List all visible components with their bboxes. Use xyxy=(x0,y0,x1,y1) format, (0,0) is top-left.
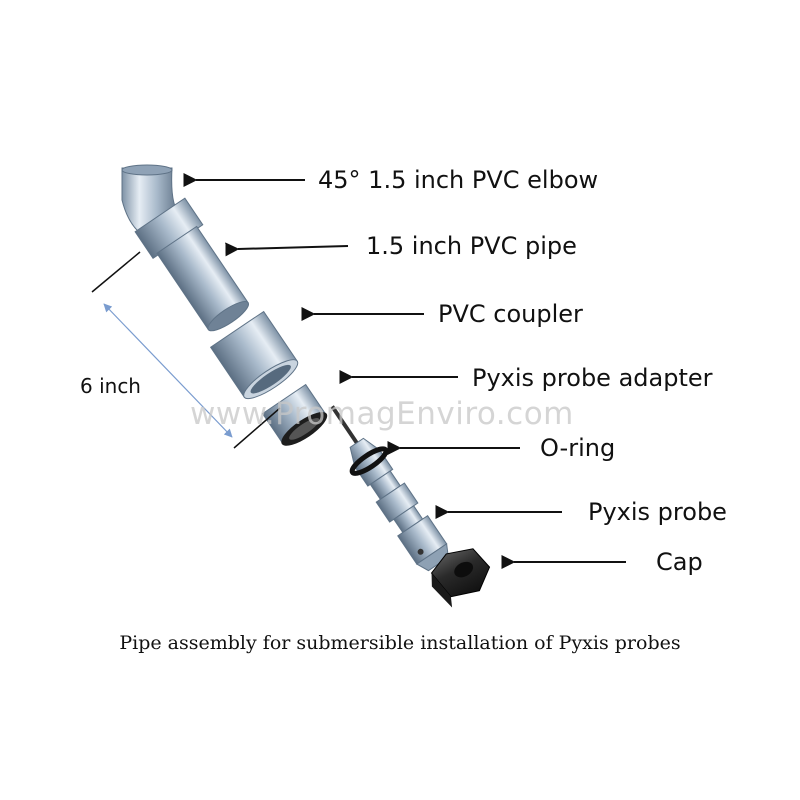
pointer-arrows xyxy=(183,173,626,569)
watermark: www.PromagEnviro.com xyxy=(190,396,574,432)
label-elbow: 45° 1.5 inch PVC elbow xyxy=(318,166,599,194)
arrow-pipe xyxy=(225,242,349,257)
probe-cable xyxy=(330,405,361,448)
dimension-6-inch xyxy=(91,251,281,449)
label-coupler: PVC coupler xyxy=(438,300,583,328)
dimension-label: 6 inch xyxy=(80,374,141,398)
pyxis-probe-adapter-part xyxy=(261,383,328,446)
label-cap: Cap xyxy=(656,548,703,576)
label-pipe: 1.5 inch PVC pipe xyxy=(366,232,577,260)
label-oring: O-ring xyxy=(540,434,616,462)
pyxis-probe-part xyxy=(349,437,449,572)
o-ring-part xyxy=(349,446,389,476)
label-adapter: Pyxis probe adapter xyxy=(472,364,713,392)
figure-caption: Pipe assembly for submersible installati… xyxy=(119,632,681,654)
label-probe: Pyxis probe xyxy=(588,498,727,526)
cap-part xyxy=(430,548,491,608)
